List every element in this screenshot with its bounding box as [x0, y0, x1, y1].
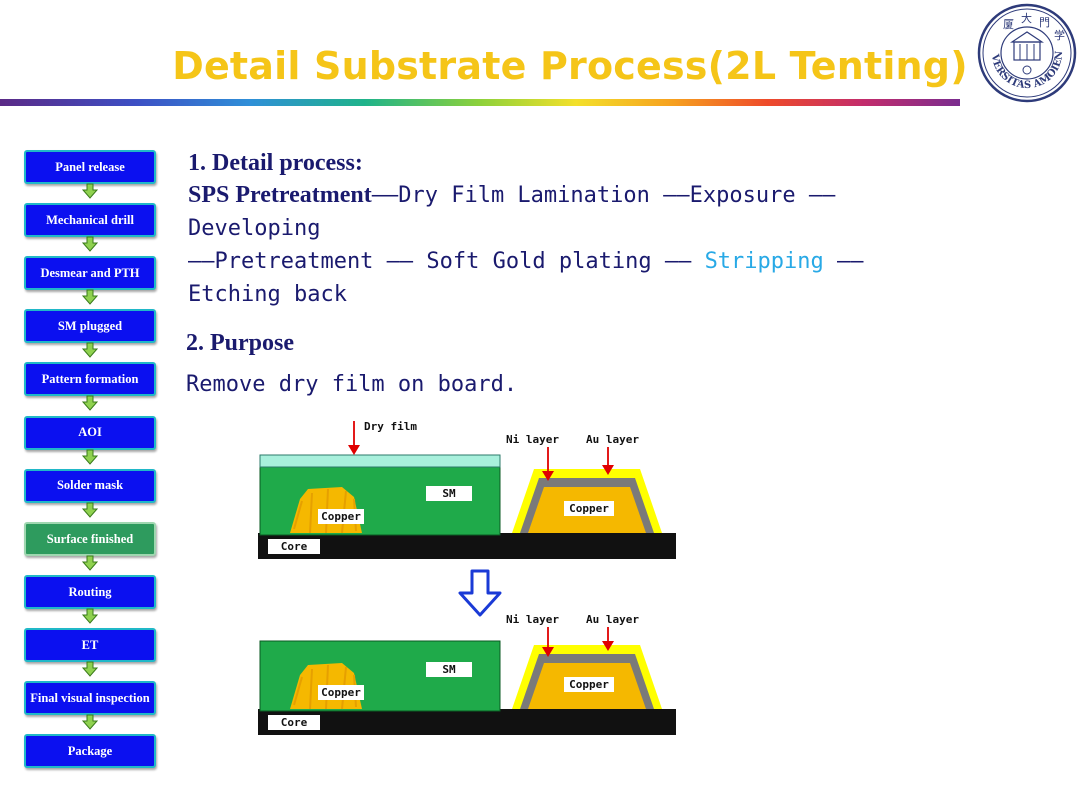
flow-step-package: Package	[24, 734, 156, 769]
process-line-1: SPS Pretreatment——Dry Film Lamination ——…	[188, 182, 835, 209]
process-line3-a: ——Pretreatment —— Soft Gold plating ——	[188, 249, 705, 274]
process-sps: SPS Pretreatment	[188, 182, 372, 208]
sm-label: SM	[442, 663, 456, 676]
flow-step-panel-release: Panel release	[24, 150, 156, 184]
flow-arrow-icon	[82, 289, 98, 305]
svg-text:大: 大	[1021, 11, 1032, 25]
flow-arrow-icon	[82, 555, 98, 571]
process-line-3: ——Pretreatment —— Soft Gold plating —— S…	[188, 249, 864, 274]
svg-text:門: 門	[1039, 16, 1050, 29]
core-label: Core	[281, 540, 308, 553]
down-arrow-icon	[458, 569, 502, 617]
cross-section-after: Copper SM Core Copper Ni layer Au layer	[258, 613, 676, 735]
core-layer	[258, 533, 676, 559]
flow-step-aoi: AOI	[24, 415, 156, 450]
title-underline	[0, 99, 960, 106]
process-line3-b: ——	[823, 249, 864, 274]
cross-section-diagram: Copper SM Core Copper Dry film Ni layer …	[258, 420, 676, 735]
copper-right-label: Copper	[569, 678, 609, 691]
flow-step-surface-finished: Surface finished	[24, 521, 156, 556]
flow-arrow-icon	[82, 608, 98, 624]
university-seal-logo: UNIVERSITAS AMOIENSIS 厦 大 門 学	[976, 2, 1077, 103]
flow-step-mechanical-drill: Mechanical drill	[24, 203, 156, 238]
flow-step-desmear-and-pth: Desmear and PTH	[24, 256, 156, 291]
flow-arrow-icon	[82, 502, 98, 518]
dry-film-label: Dry film	[364, 420, 417, 433]
ni-layer-label: Ni layer	[506, 613, 559, 626]
section2-heading: 2. Purpose	[186, 330, 294, 356]
process-line1-rest: ——Dry Film Lamination ——Exposure ——	[371, 183, 836, 208]
flow-arrow-icon	[82, 236, 98, 252]
purpose-text: Remove dry film on board.	[186, 372, 518, 397]
core-label: Core	[281, 716, 308, 729]
flow-arrow-icon	[82, 449, 98, 465]
flow-arrow-icon	[82, 183, 98, 199]
au-layer-label: Au layer	[586, 433, 639, 446]
cross-section-before: Copper SM Core Copper Dry film Ni layer …	[258, 420, 676, 559]
svg-text:厦: 厦	[1003, 18, 1014, 31]
page-title: Detail Substrate Process(2L Tenting)	[172, 44, 968, 88]
copper-left-label: Copper	[321, 510, 361, 523]
copper-right-label: Copper	[569, 502, 609, 515]
flow-step-sm-plugged: SM plugged	[24, 309, 156, 344]
flow-arrow-icon	[82, 714, 98, 730]
core-layer	[258, 709, 676, 735]
svg-text:学: 学	[1054, 28, 1065, 42]
flow-arrow-icon	[82, 395, 98, 412]
sm-label: SM	[442, 487, 456, 500]
flow-step-pattern-formation: Pattern formation	[24, 362, 156, 397]
process-line-4: Etching back	[188, 282, 347, 307]
copper-left-label: Copper	[321, 686, 361, 699]
flow-arrow-icon	[82, 342, 98, 359]
process-line-2: Developing	[188, 216, 321, 241]
au-layer-label: Au layer	[586, 613, 639, 626]
section1-heading: 1. Detail process:	[188, 150, 363, 176]
flow-step-final-visual-inspection: Final visual inspection	[24, 681, 156, 715]
flow-arrow-icon	[82, 661, 98, 677]
flow-step-solder-mask: Solder mask	[24, 468, 156, 503]
ni-layer-label: Ni layer	[506, 433, 559, 446]
flow-step-et: ET	[24, 627, 156, 662]
flow-step-routing: Routing	[24, 574, 156, 609]
process-stripping-highlight: Stripping	[704, 249, 824, 274]
dry-film-layer	[259, 454, 501, 468]
